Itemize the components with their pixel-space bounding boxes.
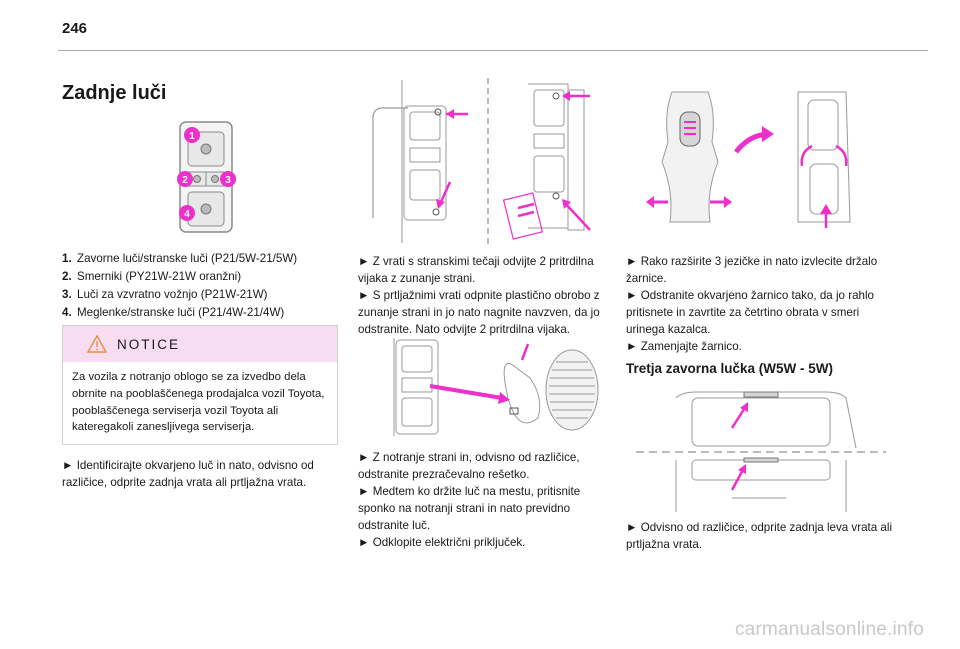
bulb-item-3: 3.Luči za vzvratno vožnjo (P21W-21W) [62,288,268,301]
callout-1: 1 [184,127,200,143]
step-text: ► Rako razširite 3 jezičke in nato izvle… [626,255,878,285]
svg-text:1: 1 [189,131,195,142]
bulb-list-section: 1.Zavorne luči/stranske luči (P21/5W-21/… [62,250,334,322]
page-title: Zadnje luči [62,82,167,104]
step-text: ► Odvisno od različice, odprite zadnja l… [626,521,893,551]
tail-lamp-illustration: 1 2 3 4 [177,121,236,233]
side-door-illustration [372,78,591,248]
step-text: ► Z notranje strani in, odvisno od razli… [358,451,580,481]
page-number: 246 [62,20,88,37]
notice-text: Za vozila z notranjo oblogo se za izvedb… [72,371,325,434]
step-text: ► Identificirajte okvarjeno luč in nato,… [62,459,314,489]
warning-triangle-icon [87,335,107,353]
step-text: ► Z vrati s stranskimi tečaji odvijte 2 … [358,255,594,285]
section-heading: Tretja zavorna lučka (W5W - 5W) [626,361,834,376]
col3-steps-a: ► Rako razširite 3 jezičke in nato izvle… [626,253,896,355]
vent-grille-illustration [393,338,599,436]
bulb-list: 1.Zavorne luči/stranske luči (P21/5W-21/… [62,250,334,321]
col2-steps-a: ► Z vrati s stranskimi tečaji odvijte 2 … [358,253,616,338]
bulb-item-2: 2.Smerniki (PY21W-21W oranžni) [62,270,242,283]
watermark: carmanualsonline.info [734,619,924,640]
col3-steps-b: ► Odvisno od različice, odprite zadnja l… [626,519,896,553]
bulb-item-4: 4.Meglenke/stranske luči (P21/4W-21/4W) [62,306,285,319]
header-rule [58,50,928,51]
callout-4: 4 [179,205,195,221]
step-text: ► Zamenjajte žarnico. [626,340,742,353]
col2-steps-b: ► Z notranje strani in, odvisno od razli… [358,449,616,551]
notice-header: NOTICE [63,326,337,362]
bulb-item-1: 1.Zavorne luči/stranske luči (P21/5W-21/… [62,252,298,265]
svg-text:4: 4 [184,209,190,220]
col3-heading-wrap: Tretja zavorna lučka (W5W - 5W) [626,360,896,377]
col1-step: ► Identificirajte okvarjeno luč in nato,… [62,457,334,491]
step-text: ► Odstranite okvarjeno žarnico tako, da … [626,289,874,336]
step-text: ► Medtem ko držite luč na mestu, pritisn… [358,485,581,532]
step-text: ► Odklopite električni priključek. [358,536,526,549]
step-text: ► S prtljažnimi vrati odpnite plastično … [358,289,600,336]
van-rear-illustration [636,391,886,512]
svg-text:2: 2 [182,175,188,186]
callout-2: 2 [177,171,193,187]
svg-text:3: 3 [225,175,231,186]
bulb-holder-illustration [646,91,851,228]
notice-label: NOTICE [117,336,181,352]
callout-3: 3 [220,171,236,187]
notice-box: NOTICE Za vozila z notranjo oblogo se za… [62,325,338,445]
